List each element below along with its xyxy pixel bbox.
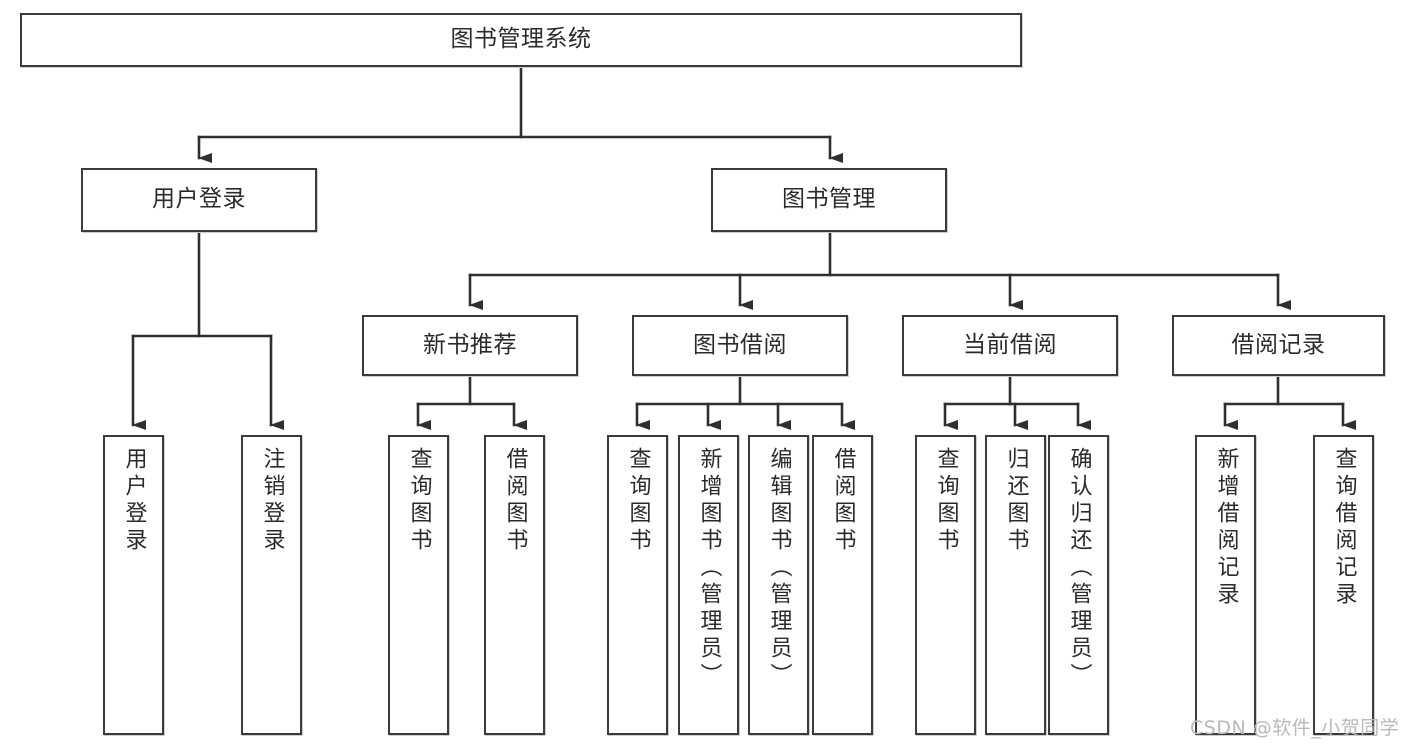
node-new-book-recommend-label: 新书推荐 — [423, 331, 517, 358]
node-borrow-record-label: 借阅记录 — [1231, 331, 1326, 358]
leaf-borrow-query-book[interactable]: 查询图书 — [607, 435, 668, 735]
leaf-current-return-book[interactable]: 归还图书 — [985, 435, 1046, 735]
leaf-record-query-borrow-record-label: 查询借阅记录 — [1331, 447, 1357, 609]
leaf-recommend-query-book[interactable]: 查询图书 — [388, 435, 449, 735]
leaf-user-login-login[interactable]: 用户登录 — [103, 435, 164, 735]
node-book-borrow-label: 图书借阅 — [693, 331, 787, 358]
node-book-borrow[interactable]: 图书借阅 — [632, 315, 848, 376]
csdn-watermark: CSDN @软件_小贺同学 — [1190, 717, 1400, 739]
leaf-current-confirm-return-admin[interactable]: 确认归还（管理员） — [1048, 435, 1109, 735]
node-current-borrow[interactable]: 当前借阅 — [902, 315, 1118, 376]
leaf-borrow-borrow-book[interactable]: 借阅图书 — [812, 435, 873, 735]
node-user-login[interactable]: 用户登录 — [81, 168, 317, 232]
leaf-borrow-add-book-admin[interactable]: 新增图书（管理员） — [678, 435, 739, 735]
leaf-current-return-book-label: 归还图书 — [1003, 447, 1029, 555]
leaf-current-confirm-return-admin-label: 确认归还（管理员） — [1066, 447, 1092, 690]
leaf-record-add-borrow-record[interactable]: 新增借阅记录 — [1195, 435, 1256, 735]
leaf-recommend-borrow-book[interactable]: 借阅图书 — [484, 435, 545, 735]
leaf-borrow-add-book-admin-label: 新增图书（管理员） — [696, 447, 722, 690]
node-borrow-record[interactable]: 借阅记录 — [1172, 315, 1385, 376]
leaf-record-add-borrow-record-label: 新增借阅记录 — [1213, 447, 1239, 609]
leaf-borrow-borrow-book-label: 借阅图书 — [830, 447, 856, 555]
node-root-book-management-system[interactable]: 图书管理系统 — [20, 13, 1022, 67]
leaf-borrow-edit-book-admin[interactable]: 编辑图书（管理员） — [748, 435, 809, 735]
leaf-recommend-borrow-book-label: 借阅图书 — [502, 447, 528, 555]
leaf-user-login-logout[interactable]: 注销登录 — [241, 435, 302, 735]
node-current-borrow-label: 当前借阅 — [963, 331, 1057, 358]
leaf-current-query-book-label: 查询图书 — [933, 447, 959, 555]
leaf-recommend-query-book-label: 查询图书 — [406, 447, 432, 555]
node-user-login-label: 用户登录 — [152, 186, 246, 213]
node-book-management[interactable]: 图书管理 — [711, 168, 947, 232]
node-new-book-recommend[interactable]: 新书推荐 — [362, 315, 578, 376]
leaf-borrow-query-book-label: 查询图书 — [625, 447, 651, 555]
leaf-user-login-logout-label: 注销登录 — [259, 447, 285, 555]
node-book-management-label: 图书管理 — [782, 186, 876, 213]
leaf-record-query-borrow-record[interactable]: 查询借阅记录 — [1313, 435, 1374, 735]
node-root-label: 图书管理系统 — [450, 26, 592, 53]
leaf-current-query-book[interactable]: 查询图书 — [915, 435, 976, 735]
leaf-borrow-edit-book-admin-label: 编辑图书（管理员） — [766, 447, 792, 690]
leaf-user-login-login-label: 用户登录 — [121, 447, 147, 555]
